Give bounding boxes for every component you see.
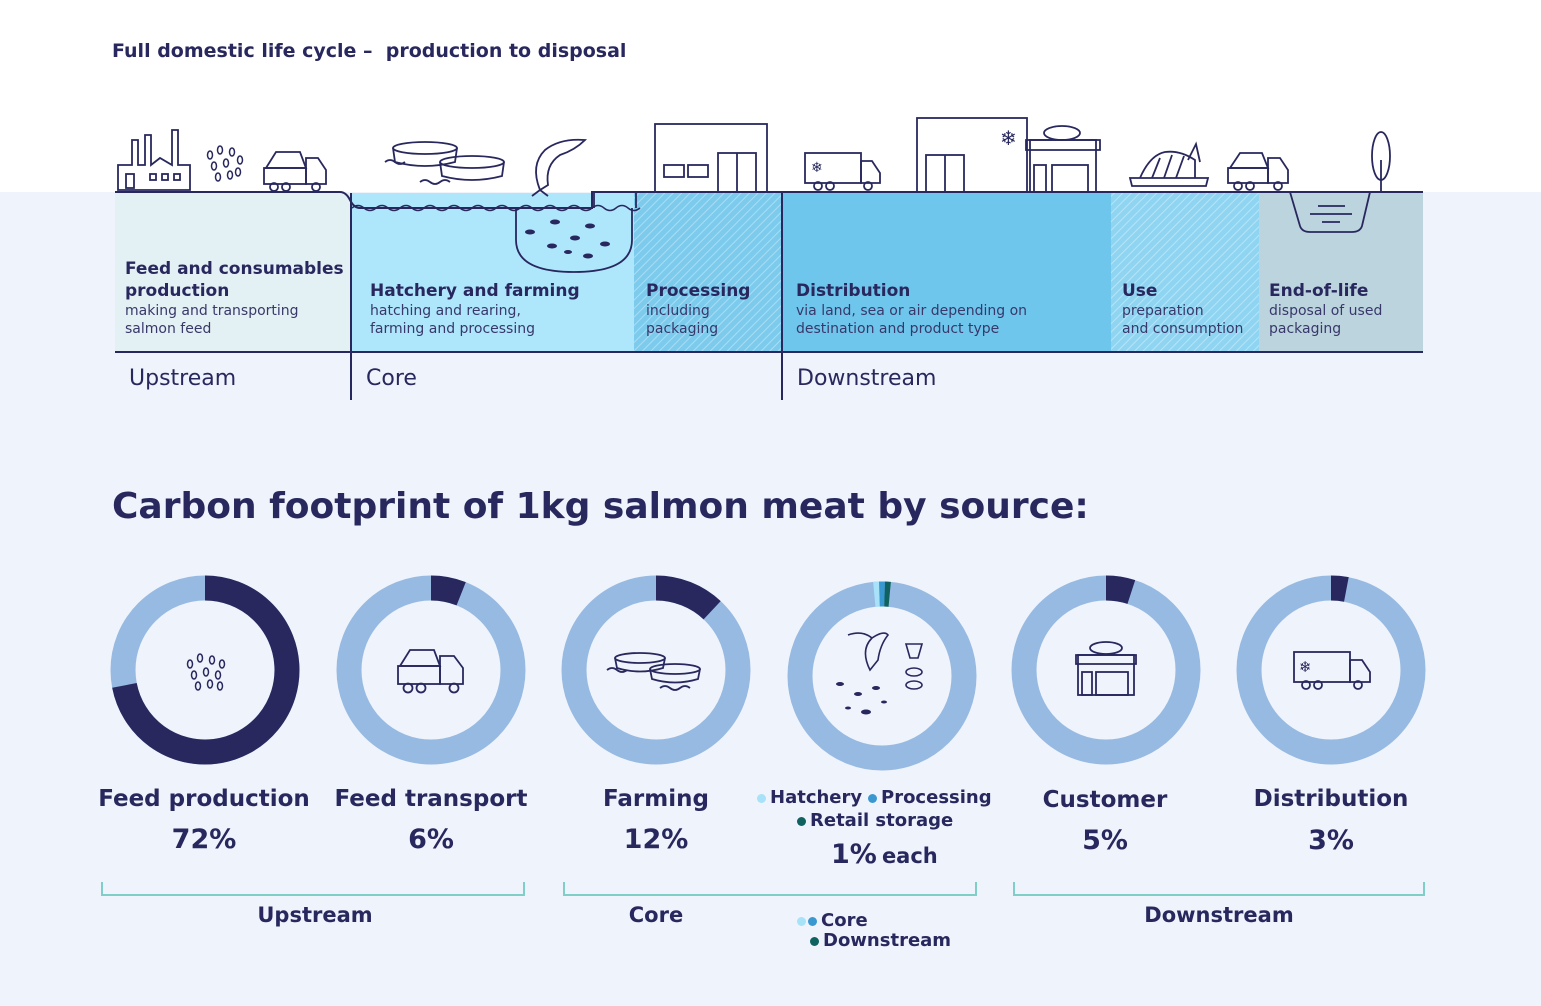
donut-feed-production-segment [112,575,300,765]
salmon-icon [531,138,588,197]
stage-eol-desc: disposal of used packaging [1269,303,1383,337]
donut-pct-distribution: 3% [1308,825,1354,856]
legend-retail-label: Retail storage [810,810,954,831]
bracket-core [563,882,977,896]
fish-pens-icon [606,652,701,691]
meal-plate-icon [1128,141,1210,187]
dump-truck-icon [263,151,327,192]
donut-farming-segment [655,575,721,620]
stage-distribution-bg [783,193,1111,352]
svg-text:❄: ❄ [811,160,823,176]
warehouse-icon [916,117,1028,193]
stage-farming-desc: hatching and rearing, farming and proces… [370,303,535,337]
pellets-icon [206,145,244,182]
stage-processing-desc: including packaging [646,303,719,337]
group-upstream: Upstream [129,366,237,391]
downstream-dot [810,936,819,946]
stage-use-title: Use [1122,281,1158,301]
stage-eol: End-of-life disposal of used packaging [1269,280,1421,338]
stage-distribution-title: Distribution [796,281,911,301]
donut-pct-small-sources: 1% each [831,839,938,870]
factory-icon [117,129,191,191]
legend-core: Core [797,910,868,931]
lifecycle-illustration: ❄ ❄ [115,117,1423,400]
small-sources-pct: 1% [831,839,877,870]
processing-building-icon [654,123,768,193]
stage-processing-title: Processing [646,281,751,301]
donut-pct-customer: 5% [1082,825,1128,856]
donut-label-distribution: Distribution [1253,786,1409,812]
processing-dot [868,793,877,803]
svg-text:❄: ❄ [1299,658,1312,676]
legend-core-label: Core [821,910,868,931]
tree-icon [1371,131,1391,192]
bracket-label-upstream: Upstream [257,903,373,927]
stage-feed: Feed and consumables production making a… [125,258,347,338]
fish-shop-icon [1025,125,1101,193]
core-dot-processing [808,916,817,926]
donut-charts [110,575,1426,771]
donut-label-feed-production: Feed production [98,786,310,812]
fish-school-icon [525,219,610,259]
stage-use: Use preparation and consumption [1122,280,1258,338]
group-downstream: Downstream [797,366,937,391]
donut-label-feed-transport: Feed transport [334,786,528,812]
stage-farming-title: Hatchery and farming [370,281,580,301]
hatchery-dot [757,793,766,803]
donut-pct-feed-production: 72% [171,824,237,855]
stage-feed-bg [115,193,351,352]
net-pens-icon [384,141,505,185]
retail-dot [797,816,806,826]
feed-pellets-icon [186,653,226,691]
stage-processing: Processing including packaging [646,280,778,338]
fish-processing-icon [847,632,924,690]
legend-downstream: Downstream [810,930,951,951]
legend-retail: Retail storage [797,810,953,831]
stage-feed-desc: making and transporting salmon feed [125,303,299,337]
landfill-icon [1289,191,1371,233]
truck-icon [397,649,464,694]
refrigerated-truck-icon [804,152,881,191]
stage-use-desc: preparation and consumption [1122,303,1244,337]
legend-processing-label: Processing [881,787,992,808]
stage-farming: Hatchery and farming hatching and rearin… [370,280,630,338]
small-sources-each: each [881,844,938,868]
bracket-label-core: Core [628,903,684,927]
core-dot-hatchery [797,916,806,926]
donut-pct-feed-transport: 6% [408,824,454,855]
section-title: Carbon footprint of 1kg salmon meat by s… [112,486,1089,527]
legend-processing: Processing [868,787,992,808]
legend-hatchery-label: Hatchery [770,787,863,808]
small-fish-icon [836,682,887,715]
bracket-upstream [101,882,525,896]
donut-label-customer: Customer [1042,787,1168,813]
donut-icons: ❄ [186,632,1371,715]
fish-cage-icon [515,192,637,273]
lifecycle-title: Full domestic life cycle – production to… [112,40,627,62]
group-core: Core [366,366,417,391]
legend-hatchery: Hatchery [757,787,862,808]
stage-eol-title: End-of-life [1269,281,1369,301]
stage-distribution: Distribution via land, sea or air depend… [796,280,1106,338]
bracket-downstream [1013,882,1425,896]
donut-pct-farming: 12% [623,824,689,855]
donut-label-farming: Farming [603,786,709,812]
donut-distribution-segment [1330,575,1349,602]
shop-icon [1075,641,1137,696]
legend-downstream-label: Downstream [823,930,952,951]
stage-feed-title: Feed and consumables production [125,259,344,301]
donut-customer-segment [1105,575,1136,605]
svg-text:❄: ❄ [1000,126,1017,150]
group-brackets [101,882,1425,896]
waste-truck-icon [1227,152,1289,191]
stage-farming-bg [352,193,634,352]
refrigerated-truck-icon [1293,651,1371,690]
donut-feed-transport-segment [430,575,466,606]
stage-distribution-desc: via land, sea or air depending on destin… [796,303,1028,337]
bracket-label-downstream: Downstream [1144,903,1294,927]
stage-eol-bg [1259,193,1423,352]
